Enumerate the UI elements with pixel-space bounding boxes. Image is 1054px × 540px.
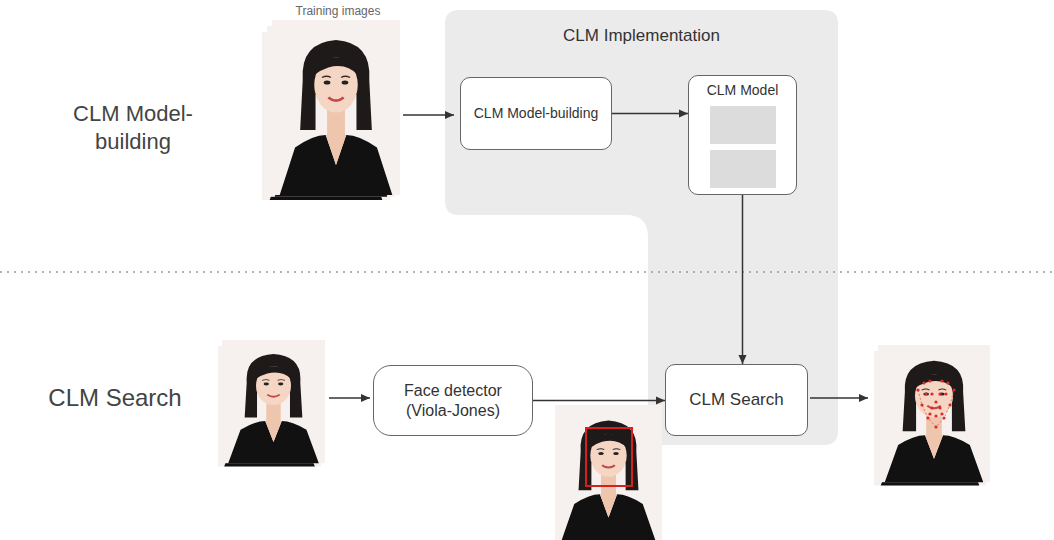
- box-text: Face detector (Viola-Jones): [382, 381, 524, 421]
- box-text: CLM Model-building: [474, 105, 599, 123]
- label-holder: CLM Search: [20, 383, 210, 413]
- result-photo: [874, 345, 990, 485]
- process-box: CLM Search: [665, 364, 808, 436]
- row-label: CLM Model-building: [48, 100, 218, 155]
- model-slot: [710, 106, 776, 144]
- model-box: CLM Model: [688, 75, 797, 195]
- divider-line: [0, 271, 1054, 273]
- caption-label: Training images: [268, 4, 408, 19]
- process-box: Face detector (Viola-Jones): [373, 365, 533, 436]
- model-slot: [710, 150, 776, 188]
- connector-arrow: [612, 113, 688, 115]
- row-label: CLM Search: [20, 383, 210, 413]
- input-photo: [218, 340, 325, 466]
- training-photos: [262, 20, 400, 200]
- label-holder: CLM Model-building: [48, 100, 218, 155]
- label-holder: Training images: [268, 4, 408, 19]
- connector-arrow: [533, 400, 665, 402]
- region-title: CLM Implementation: [445, 10, 838, 46]
- box-text: CLM Model: [707, 82, 779, 100]
- connector-arrow: [742, 195, 744, 364]
- detected-photo: [555, 405, 662, 540]
- box-text: CLM Search: [689, 389, 783, 410]
- process-box: CLM Model-building: [460, 77, 612, 150]
